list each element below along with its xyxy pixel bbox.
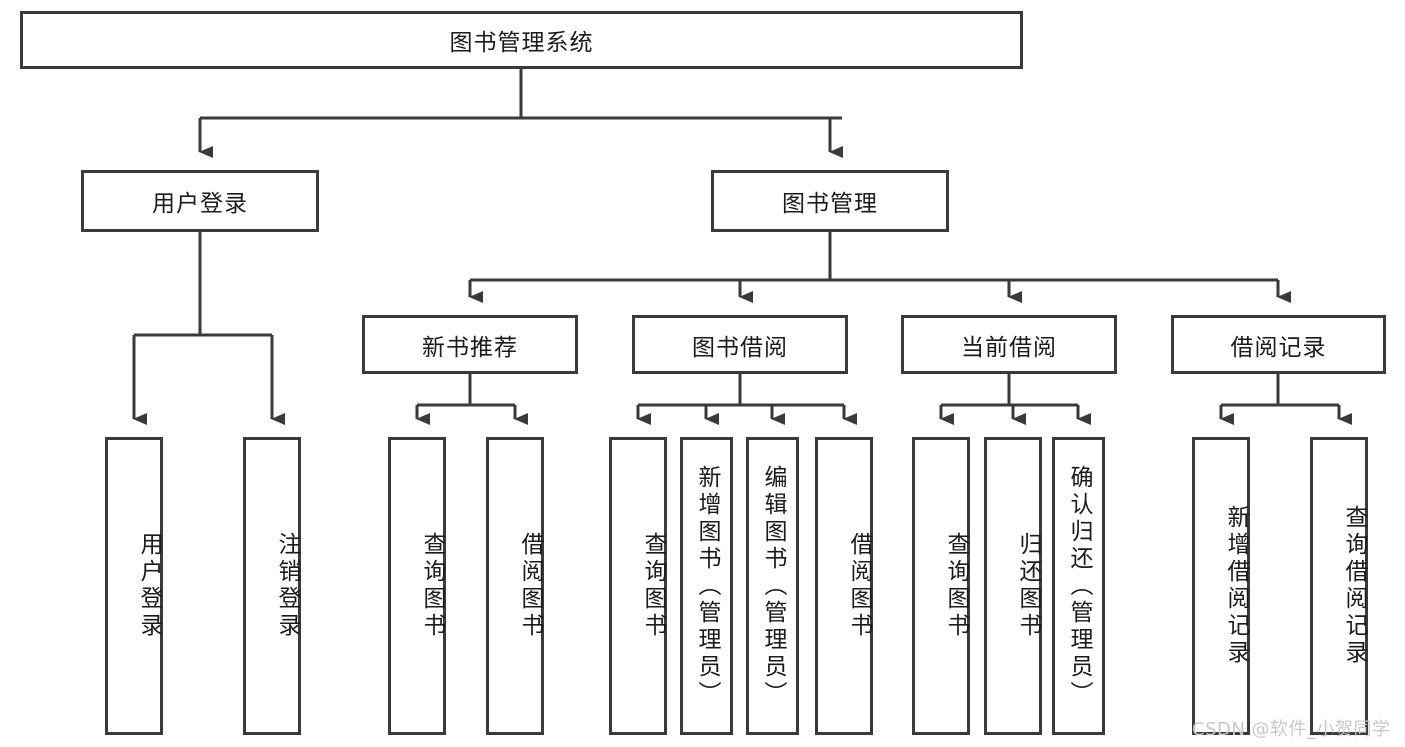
leaf-query-book-current[interactable]: 查询图书 bbox=[912, 437, 970, 735]
leaf-add-borrow-record[interactable]: 新增借阅记录 bbox=[1192, 437, 1250, 735]
node-book-borrow[interactable]: 图书借阅 bbox=[632, 315, 848, 374]
leaf-add-book-admin[interactable]: 新增图书（管理员） bbox=[680, 437, 733, 735]
leaf-confirm-return-admin[interactable]: 确认归还（管理员） bbox=[1052, 437, 1105, 735]
leaf-borrow-book[interactable]: 借阅图书 bbox=[815, 437, 873, 735]
node-book-manage[interactable]: 图书管理 bbox=[711, 170, 949, 232]
node-user-login[interactable]: 用户登录 bbox=[81, 170, 319, 232]
leaf-edit-book-admin[interactable]: 编辑图书（管理员） bbox=[746, 437, 799, 735]
node-current-borrow[interactable]: 当前借阅 bbox=[901, 315, 1117, 374]
node-new-book-recommend[interactable]: 新书推荐 bbox=[362, 315, 578, 374]
leaf-query-book-recommend[interactable]: 查询图书 bbox=[388, 437, 446, 735]
node-root-system[interactable]: 图书管理系统 bbox=[20, 11, 1023, 69]
node-borrow-record[interactable]: 借阅记录 bbox=[1171, 315, 1386, 374]
leaf-query-borrow-record[interactable]: 查询借阅记录 bbox=[1310, 437, 1368, 735]
leaf-query-book-borrow[interactable]: 查询图书 bbox=[609, 437, 667, 735]
leaf-return-book[interactable]: 归还图书 bbox=[984, 437, 1042, 735]
leaf-user-login[interactable]: 用户登录 bbox=[105, 437, 163, 735]
leaf-user-logout[interactable]: 注销登录 bbox=[243, 437, 301, 735]
leaf-borrow-book-recommend[interactable]: 借阅图书 bbox=[486, 437, 544, 735]
